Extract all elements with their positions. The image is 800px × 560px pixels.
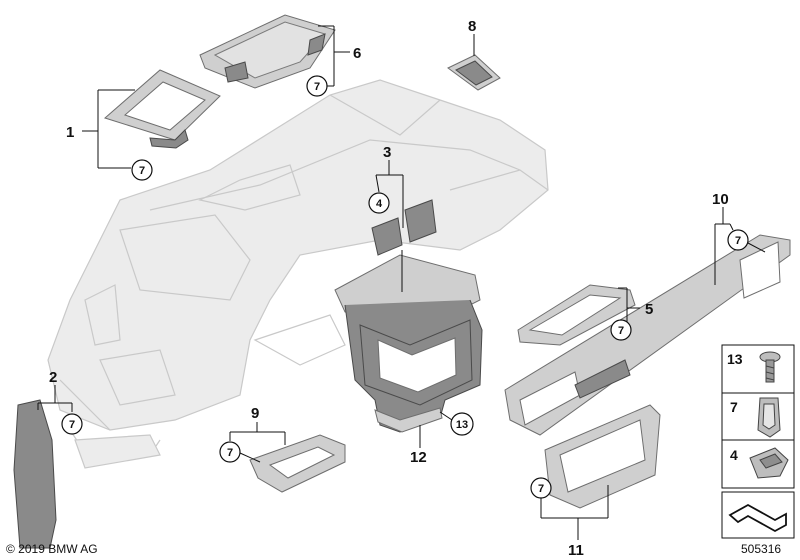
ref-7-part10: 7 (727, 229, 749, 251)
callout-5: 5 (645, 301, 653, 318)
panel-label-7: 7 (730, 399, 738, 415)
circled-refs: 7 7 4 7 7 7 7 13 (61, 75, 749, 499)
ref-7-part9: 7 (219, 441, 241, 463)
part-9-trim (249, 434, 346, 493)
callout-8: 8 (468, 18, 476, 35)
svg-text:7: 7 (69, 419, 75, 431)
svg-text:4: 4 (376, 198, 383, 210)
part-6-top-cover (199, 14, 336, 89)
part-3-brackets (371, 199, 437, 256)
ref-4-part3: 4 (368, 192, 390, 214)
svg-text:7: 7 (618, 325, 624, 337)
callout-numbers: 1 2 3 5 6 8 9 10 11 12 (49, 18, 729, 559)
spring-clip-icon (749, 447, 789, 479)
part-8-vent (447, 54, 501, 91)
part-2-side-cover (13, 399, 57, 549)
ref-7-part5: 7 (610, 319, 632, 341)
dashboard-ghost (47, 79, 549, 469)
part-5-trim-frame (517, 284, 636, 346)
part-1-display-frame (103, 69, 221, 149)
part-11-lower-panel (544, 404, 661, 509)
svg-text:7: 7 (538, 483, 544, 495)
screw-icon (759, 351, 781, 383)
callout-10: 10 (712, 191, 729, 208)
ref-7-part6: 7 (306, 75, 328, 97)
small-parts-panel: 13 7 4 (721, 344, 795, 539)
svg-text:7: 7 (139, 165, 145, 177)
clip-icon (757, 397, 781, 438)
callout-2: 2 (49, 369, 57, 386)
bracket-symbol-icon (728, 503, 787, 533)
part-12-center-frame (334, 254, 483, 433)
callout-6: 6 (353, 45, 361, 62)
ref-7-part11: 7 (530, 477, 552, 499)
svg-text:13: 13 (456, 419, 468, 431)
ref-7-part1: 7 (131, 159, 153, 181)
callout-11: 11 (568, 542, 584, 559)
part-10-trim-strip (504, 234, 791, 436)
panel-label-13: 13 (727, 351, 743, 367)
callout-1: 1 (66, 124, 74, 141)
svg-text:7: 7 (314, 81, 320, 93)
callout-3: 3 (383, 144, 391, 161)
panel-label-4: 4 (730, 447, 738, 463)
svg-text:7: 7 (227, 447, 233, 459)
ref-7-part2: 7 (61, 413, 83, 435)
callout-12: 12 (410, 449, 427, 466)
copyright-text: © 2019 BMW AG (6, 542, 98, 556)
ref-13-part12: 13 (450, 412, 474, 436)
leader-lines (37, 25, 766, 540)
callout-9: 9 (251, 405, 259, 422)
diagram-number: 505316 (741, 542, 781, 556)
svg-text:7: 7 (735, 235, 741, 247)
